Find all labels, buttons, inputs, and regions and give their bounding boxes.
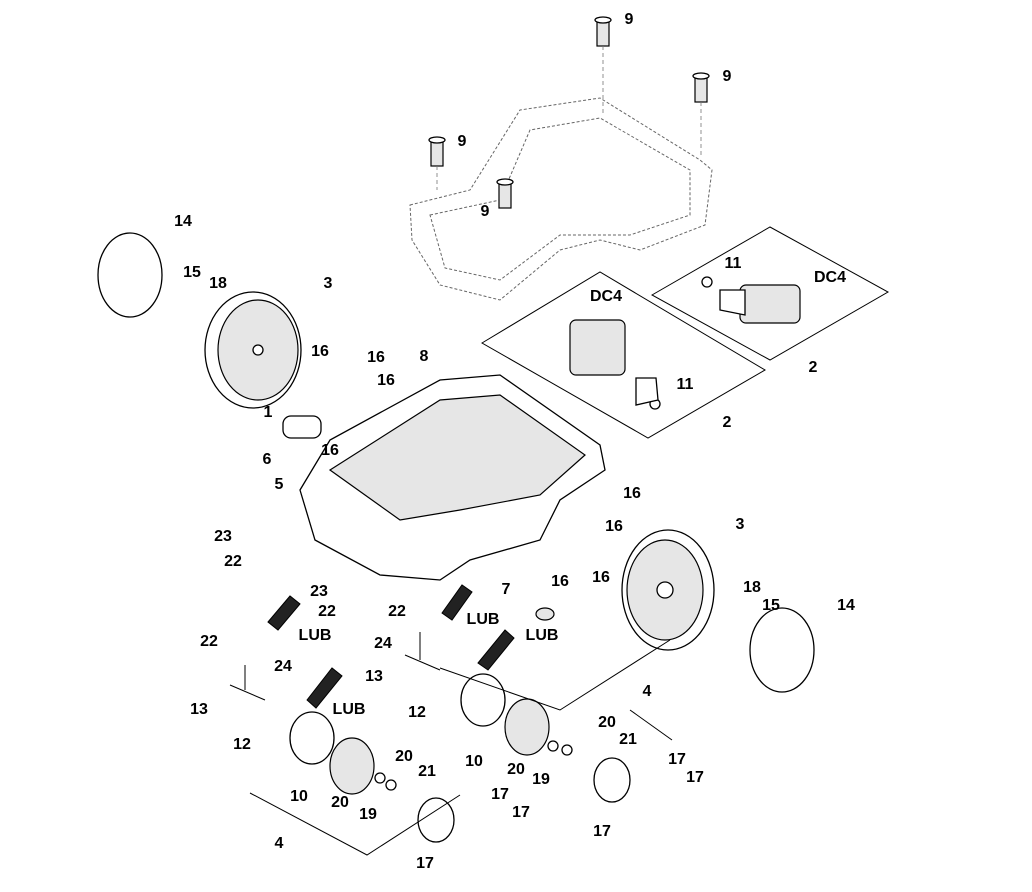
callout-label: 8 [419, 348, 429, 365]
callout-label: 10 [465, 753, 483, 770]
callout-label: 20 [507, 761, 525, 778]
drive-motor-right [739, 284, 801, 324]
callout-label: 18 [743, 579, 761, 596]
wheel-right [621, 529, 715, 651]
screws-9 [428, 16, 710, 209]
callout-label: 9 [480, 203, 490, 220]
callout-label: 16 [605, 518, 623, 535]
callout-label: 13 [365, 668, 383, 685]
callout-label: LUB [332, 701, 366, 718]
callout-label: 2 [808, 359, 818, 376]
callout-label: 22 [318, 603, 336, 620]
callout-label: 20 [598, 714, 616, 731]
lub-tubes [267, 584, 515, 709]
callout-label: 22 [224, 553, 242, 570]
callout-label: 10 [290, 788, 308, 805]
callout-label: 7 [501, 581, 511, 598]
callout-label: 17 [593, 823, 611, 840]
callout-label: 21 [418, 763, 436, 780]
shaft-6 [282, 415, 322, 439]
callout-label: 16 [321, 442, 339, 459]
callout-label: 21 [619, 731, 637, 748]
callout-label: 11 [676, 376, 694, 393]
callout-label: 22 [200, 633, 218, 650]
wheel-left [204, 291, 302, 409]
callout-label: 14 [174, 213, 192, 230]
callout-label: DC4 [813, 269, 847, 286]
callout-label: 17 [686, 769, 704, 786]
callout-label: 6 [262, 451, 272, 468]
callout-label: 9 [722, 68, 732, 85]
callout-label: 24 [374, 635, 392, 652]
callout-label: 16 [623, 485, 641, 502]
callout-label: 16 [377, 372, 395, 389]
callout-label: 20 [395, 748, 413, 765]
callout-label: 1 [263, 404, 273, 421]
callout-label: 16 [551, 573, 569, 590]
callout-label: DC4 [589, 288, 623, 305]
callout-label: 14 [837, 597, 855, 614]
callout-label: 23 [310, 583, 328, 600]
hub-cap-left [97, 232, 163, 318]
callout-label: 9 [624, 11, 634, 28]
callout-label: 12 [233, 736, 251, 753]
callout-label: 17 [416, 855, 434, 872]
callout-label: 15 [762, 597, 780, 614]
callout-label: 15 [183, 264, 201, 281]
callout-label: 17 [491, 786, 509, 803]
callout-label: 22 [388, 603, 406, 620]
callout-label: LUB [298, 627, 332, 644]
callout-label: 16 [592, 569, 610, 586]
callout-label: 4 [274, 835, 284, 852]
hub-cap-right [749, 607, 815, 693]
callout-label: 3 [735, 516, 745, 533]
callout-label: 24 [274, 658, 292, 675]
callout-label: 16 [367, 349, 385, 366]
callout-label: 9 [457, 133, 467, 150]
drive-motor-left [569, 319, 626, 376]
lower-chassis [299, 374, 606, 581]
callout-label: 11 [724, 255, 742, 272]
callout-label: 18 [209, 275, 227, 292]
callout-label: 3 [323, 275, 333, 292]
callout-label: 17 [512, 804, 530, 821]
callout-label: 16 [311, 343, 329, 360]
callout-label: 19 [359, 806, 377, 823]
motor-group-boxes [481, 226, 890, 439]
callout-label: 4 [642, 683, 652, 700]
callout-label: 20 [331, 794, 349, 811]
front-wheel-left [289, 711, 455, 843]
callout-label: LUB [525, 627, 559, 644]
sensor-7 [535, 607, 555, 621]
upper-housing [409, 97, 713, 301]
callout-label: 17 [668, 751, 686, 768]
callout-label: 12 [408, 704, 426, 721]
callout-label: LUB [466, 611, 500, 628]
callout-label: 13 [190, 701, 208, 718]
callout-label: 2 [722, 414, 732, 431]
callout-label: 23 [214, 528, 232, 545]
callout-label: 19 [532, 771, 550, 788]
callout-label: 5 [274, 476, 284, 493]
